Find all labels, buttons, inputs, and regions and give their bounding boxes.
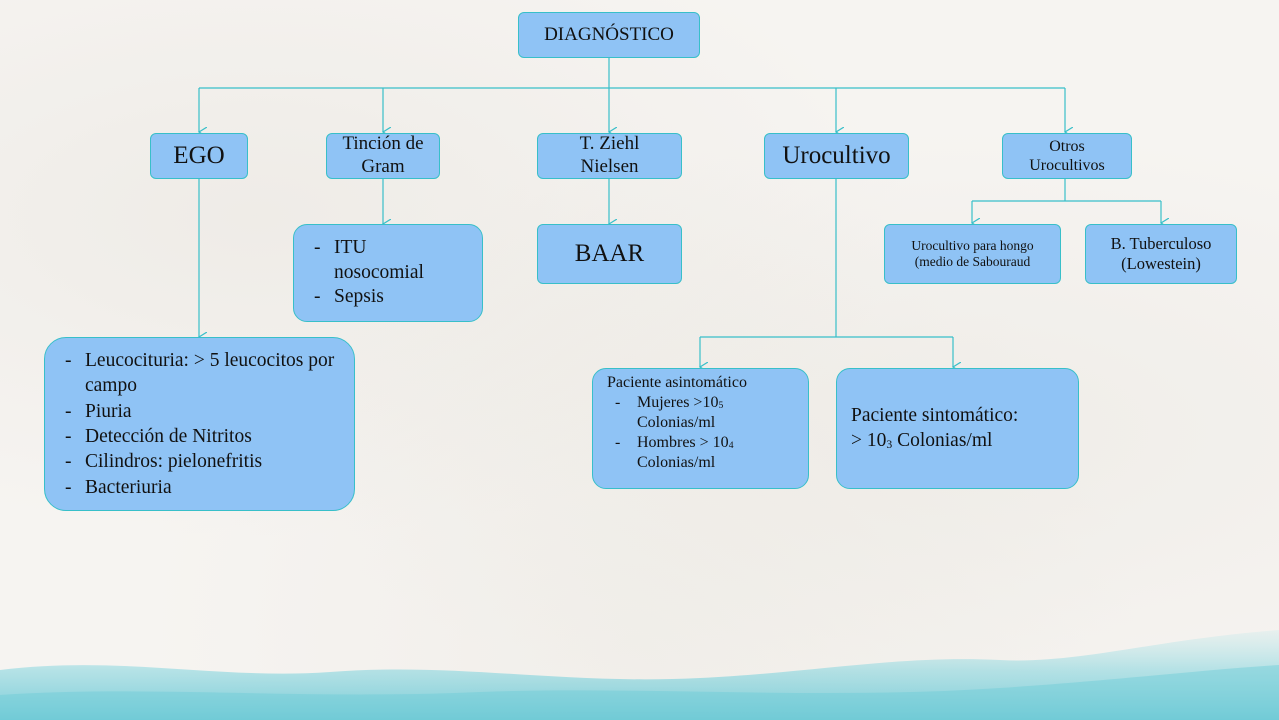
gram-findings-list: ITU nosocomial Sepsis <box>306 236 472 311</box>
node-otros-urocultivos: Otros Urocultivos <box>1002 133 1132 179</box>
node-diagnostico-label: DIAGNÓSTICO <box>544 23 674 45</box>
node-b-tuberculoso: B. Tuberculoso (Lowestein) <box>1085 224 1237 284</box>
sintomatico-content: Paciente sintomático: > 103 Colonias/ml <box>851 403 1018 454</box>
node-urocultivo-label: Urocultivo <box>782 142 891 169</box>
ego-finding-item: Detección de Nitritos <box>57 424 344 450</box>
asintomatico-hombres: Hombres > 104 Colonias/ml <box>607 433 747 473</box>
node-diagnostico: DIAGNÓSTICO <box>518 12 700 58</box>
watercolor-wash <box>0 630 1279 720</box>
node-urocultivo-hongo: Urocultivo para hongo (medio de Sabourau… <box>884 224 1061 284</box>
ego-finding-item: Bacteriuria <box>57 475 344 501</box>
asintomatico-mujeres: Mujeres >105 Colonias/ml <box>607 393 747 433</box>
node-otros-urocultivos-label: Otros Urocultivos <box>1029 137 1105 174</box>
sintomatico-value-text: > 10 <box>851 430 887 452</box>
node-ego-label: EGO <box>173 142 225 169</box>
node-tincion-gram-label: Tinción de Gram <box>342 133 424 177</box>
node-ego: EGO <box>150 133 248 179</box>
node-ziehl-nielsen: T. Ziehl Nielsen <box>537 133 682 179</box>
sintomatico-exponent: 3 <box>886 437 893 451</box>
node-ego-findings: Leucocituria: > 5 leucocitos por campo P… <box>44 337 355 511</box>
node-paciente-sintomatico: Paciente sintomático: > 103 Colonias/ml <box>836 368 1079 489</box>
ego-finding-item: Cilindros: pielonefritis <box>57 449 344 475</box>
node-baar-label: BAAR <box>574 240 645 267</box>
mujeres-exponent: 5 <box>718 399 724 411</box>
node-ziehl-nielsen-label: T. Ziehl Nielsen <box>579 133 640 177</box>
node-urocultivo-hongo-label: Urocultivo para hongo (medio de Sabourau… <box>911 237 1034 269</box>
sintomatico-unit: Colonias/ml <box>897 430 993 452</box>
asintomatico-content: Paciente asintomático Mujeres >105 Colon… <box>607 373 747 473</box>
gram-finding-item: ITU nosocomial <box>306 236 472 286</box>
node-b-tuberculoso-label: B. Tuberculoso (Lowestein) <box>1110 234 1212 273</box>
hombres-unit: Colonias/ml <box>637 454 716 471</box>
node-gram-findings: ITU nosocomial Sepsis <box>293 224 483 322</box>
sintomatico-value: > 103 Colonias/ml <box>851 428 1018 453</box>
asintomatico-title: Paciente asintomático <box>607 374 747 391</box>
node-paciente-asintomatico: Paciente asintomático Mujeres >105 Colon… <box>592 368 809 489</box>
mujeres-text: Mujeres >10 <box>637 394 719 411</box>
gram-finding-item: Sepsis <box>306 285 472 310</box>
ego-finding-item: Piuria <box>57 399 344 425</box>
node-urocultivo: Urocultivo <box>764 133 909 179</box>
mujeres-unit: Colonias/ml <box>637 414 716 431</box>
ego-findings-list: Leucocituria: > 5 leucocitos por campo P… <box>57 348 344 500</box>
hombres-text: Hombres > 10 <box>637 434 729 451</box>
node-baar: BAAR <box>537 224 682 284</box>
ego-finding-item: Leucocituria: > 5 leucocitos por campo <box>57 348 344 399</box>
node-tincion-gram: Tinción de Gram <box>326 133 440 179</box>
asintomatico-list: Mujeres >105 Colonias/ml Hombres > 104 C… <box>607 393 747 473</box>
hombres-exponent: 4 <box>728 439 734 451</box>
sintomatico-title: Paciente sintomático: <box>851 405 1019 426</box>
